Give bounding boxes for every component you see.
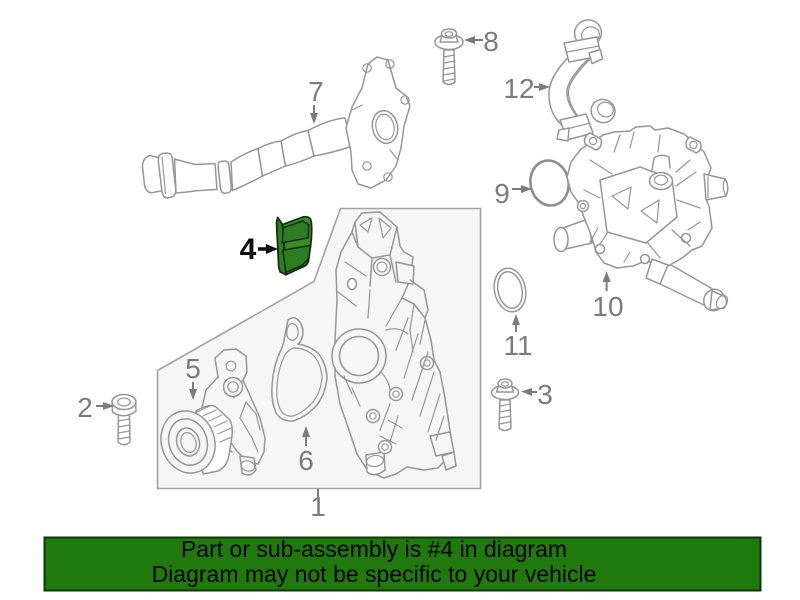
svg-text:11: 11 <box>503 330 532 361</box>
svg-text:6: 6 <box>298 445 314 476</box>
svg-text:Diagram may not be specific to: Diagram may not be specific to your vehi… <box>152 561 597 587</box>
svg-text:8: 8 <box>483 26 499 57</box>
svg-text:4: 4 <box>240 233 257 266</box>
svg-text:12: 12 <box>503 73 534 104</box>
svg-text:10: 10 <box>592 291 623 322</box>
svg-text:7: 7 <box>308 76 324 107</box>
svg-text:1: 1 <box>310 491 326 522</box>
svg-text:2: 2 <box>77 392 93 423</box>
svg-text:3: 3 <box>537 379 553 410</box>
svg-text:5: 5 <box>185 353 201 384</box>
svg-text:Part or sub-assembly is #4 in: Part or sub-assembly is #4 in diagram <box>181 536 567 562</box>
svg-text:9: 9 <box>494 178 510 209</box>
